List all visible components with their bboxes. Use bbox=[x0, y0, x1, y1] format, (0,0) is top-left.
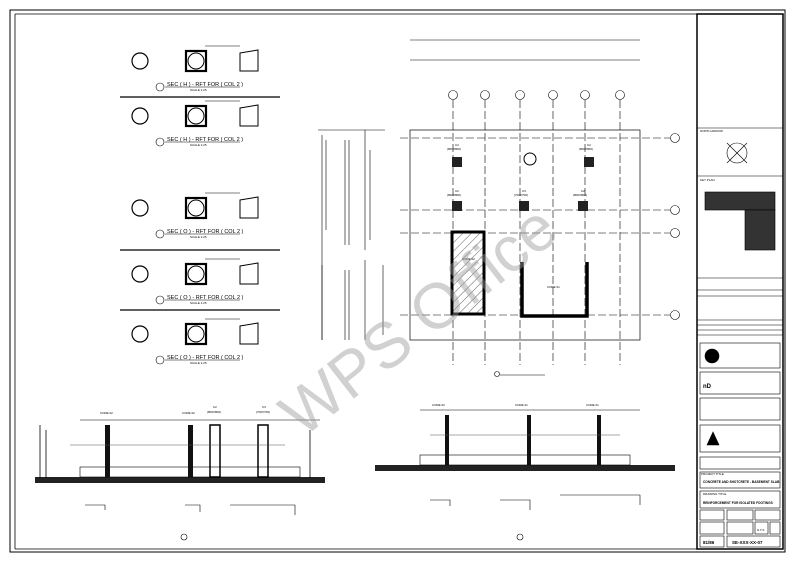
circular-column bbox=[131, 199, 149, 217]
col-size: (800X800) bbox=[447, 193, 461, 197]
column-c2 bbox=[452, 157, 462, 167]
col-label: C2 bbox=[455, 189, 459, 193]
elev-label: CORE 01 bbox=[515, 403, 528, 407]
watermark: WPS Office bbox=[266, 190, 570, 450]
grid-bubble-icon bbox=[670, 228, 680, 238]
column-sections: SEC ( H ) - RFT FOR ( COL 2 )SCALE 1:25S… bbox=[131, 45, 259, 365]
col-size: (800X800) bbox=[573, 193, 587, 197]
elev-label: C2 bbox=[213, 405, 217, 409]
section-title: SEC ( O ) - RFT FOR ( COL 2 ) bbox=[167, 295, 244, 301]
title-block-border bbox=[696, 13, 784, 550]
elev-label: C3 bbox=[262, 405, 266, 409]
column-section: SEC ( H ) - RFT FOR ( COL 2 )SCALE 1:25 bbox=[131, 100, 259, 147]
section-title: SEC ( O ) - RFT FOR ( COL 2 ) bbox=[167, 355, 244, 361]
stirrup-shape bbox=[239, 322, 259, 345]
square-column bbox=[184, 196, 208, 220]
drawing-title: REINFORCEMENT FOR ISOLATED FOOTINGS bbox=[703, 501, 773, 505]
column-c3 bbox=[519, 201, 529, 211]
col-label: C3 bbox=[522, 189, 526, 193]
logo-nd: nD bbox=[703, 384, 712, 390]
circular-column bbox=[131, 325, 149, 343]
north-arrow-icon bbox=[726, 142, 748, 164]
section-scale: SCALE 1:25 bbox=[190, 301, 207, 305]
sheet-number: 81/86 bbox=[703, 540, 715, 545]
stirrup-shape bbox=[239, 196, 259, 219]
foundation-plan: C2 (800X800) C2 (800X800) C2 (800X800) C… bbox=[400, 39, 680, 377]
grid-bubble-icon bbox=[580, 90, 590, 100]
grid-bubble-icon bbox=[670, 205, 680, 215]
section-scale: SCALE 1:25 bbox=[190, 88, 207, 92]
circular-column bbox=[131, 52, 149, 70]
scale-value: N.T.S bbox=[757, 528, 764, 532]
key-plan-label: KEY PLAN bbox=[700, 178, 715, 182]
section-title: SEC ( H ) - RFT FOR ( COL 2 ) bbox=[167, 82, 243, 88]
drawing-title-label: DRAWING TITLE bbox=[703, 492, 726, 496]
column-section: SEC ( H ) - RFT FOR ( COL 2 )SCALE 1:25 bbox=[131, 45, 259, 92]
elev-label: CORE 01 bbox=[586, 403, 599, 407]
core-02-wall bbox=[450, 230, 486, 316]
col-size: (800X800) bbox=[447, 147, 461, 151]
grid-bubble-icon bbox=[448, 90, 458, 100]
column-c2 bbox=[584, 157, 594, 167]
column-section: SEC ( O ) - RFT FOR ( COL 2 )SCALE 1:25 bbox=[131, 192, 259, 239]
section-scale: SCALE 1:25 bbox=[190, 143, 207, 147]
grid-bubble-icon bbox=[548, 90, 558, 100]
project-title-label: PROJECT TITLE bbox=[701, 472, 724, 476]
circular-column bbox=[131, 107, 149, 125]
stirrup-shape bbox=[239, 262, 259, 285]
drawing-number: SE-XXX-XX-07 bbox=[732, 540, 763, 545]
grid-bubble-icon bbox=[670, 310, 680, 320]
square-column bbox=[184, 322, 208, 346]
wall-sections bbox=[318, 129, 385, 340]
grid-bubble-icon bbox=[670, 133, 680, 143]
project-title: CONCRETE AND SHOTCRETE - BASEMENT SLAB bbox=[703, 480, 780, 484]
section-scale: SCALE 1:25 bbox=[190, 361, 207, 365]
column-section: SEC ( O ) - RFT FOR ( COL 2 )SCALE 1:25 bbox=[131, 258, 259, 305]
section-scale: SCALE 1:25 bbox=[190, 235, 207, 239]
section-marker-icon bbox=[155, 355, 165, 365]
elev-size: (800X800) bbox=[207, 410, 221, 414]
elev-size: (700X700) bbox=[256, 410, 270, 414]
section-title: SEC ( H ) - RFT FOR ( COL 2 ) bbox=[167, 137, 243, 143]
plan-outline bbox=[409, 129, 641, 341]
stirrup-shape bbox=[239, 49, 259, 72]
square-column bbox=[184, 49, 208, 73]
title-block: NORTH ARROW KEY PLAN nD PROJECT TITLE CO… bbox=[697, 127, 783, 548]
elev-label: CORE 02 bbox=[432, 403, 445, 407]
elev-label: CORE 02 bbox=[182, 411, 195, 415]
section-marker-icon bbox=[155, 82, 165, 92]
section-title: SEC ( O ) - RFT FOR ( COL 2 ) bbox=[167, 229, 244, 235]
grid-bubble-icon bbox=[615, 90, 625, 100]
elev-label: CORE 02 bbox=[100, 411, 113, 415]
core-label: CORE 01 bbox=[547, 285, 560, 289]
elevation-left: CORE 02 CORE 02 C2 (800X800) C3 (700X700… bbox=[35, 405, 325, 541]
section-marker-icon bbox=[155, 229, 165, 239]
core-label: CORE 02 bbox=[462, 257, 475, 261]
key-plan bbox=[704, 191, 776, 211]
column-c2 bbox=[452, 201, 462, 211]
col-label: C2 bbox=[581, 189, 585, 193]
section-marker-icon bbox=[155, 295, 165, 305]
col-size: (700X700) bbox=[514, 193, 528, 197]
grid-bubble-icon bbox=[480, 90, 490, 100]
sheet-border bbox=[9, 9, 786, 553]
section-marker-icon bbox=[155, 137, 165, 147]
circular-column bbox=[131, 265, 149, 283]
square-column bbox=[184, 104, 208, 128]
north-label: NORTH ARROW bbox=[700, 129, 723, 133]
col-label: C2 bbox=[587, 143, 591, 147]
column-section: SEC ( O ) - RFT FOR ( COL 2 )SCALE 1:25 bbox=[131, 318, 259, 365]
col-label: C2 bbox=[455, 143, 459, 147]
square-column bbox=[184, 262, 208, 286]
elevation-right: CORE 02 CORE 01 CORE 01 bbox=[375, 403, 675, 541]
stirrup-shape bbox=[239, 104, 259, 127]
col-size: (800X800) bbox=[579, 147, 593, 151]
column-c2 bbox=[578, 201, 588, 211]
core-01-wall bbox=[520, 262, 589, 318]
grid-bubble-icon bbox=[515, 90, 525, 100]
